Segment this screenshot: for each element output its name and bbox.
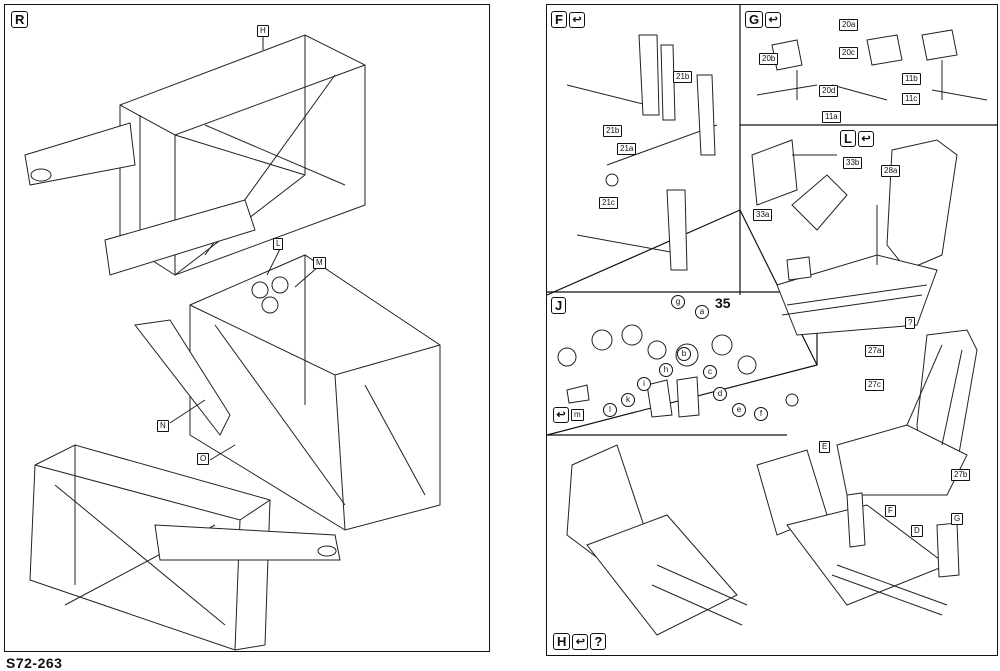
- part-33a: 33a: [753, 209, 773, 221]
- part-27a: 27a: [865, 345, 885, 357]
- part-21a: 21a: [617, 143, 637, 155]
- step-g-parts-illustration: [756, 29, 988, 101]
- top-frame-illustration: [24, 34, 366, 276]
- seat-assembly-illustration: [776, 139, 958, 336]
- part-d: d: [713, 387, 727, 401]
- part-20a: 20a: [839, 19, 859, 31]
- part-21b-b: 21b: [603, 125, 623, 137]
- part-11c: 11c: [902, 93, 921, 105]
- part-33b: 33b: [843, 157, 863, 169]
- step-h-illustration: [566, 444, 960, 636]
- part-h: h: [659, 363, 673, 377]
- step-h-label: H ↩ ?: [553, 633, 607, 650]
- frame-assembly-drawing: [24, 34, 441, 651]
- callout-e: E: [819, 441, 831, 453]
- part-f: f: [754, 407, 768, 421]
- step-g-label: G ↩: [745, 11, 782, 28]
- part-21b-a: 21b: [673, 71, 693, 83]
- part-e: e: [732, 403, 746, 417]
- document-code: S72-263: [6, 655, 63, 671]
- callout-m: M: [313, 257, 326, 269]
- part-11a: 11a: [822, 111, 841, 123]
- bottom-frame-illustration: [29, 444, 341, 651]
- part-b: b: [677, 347, 691, 361]
- right-instruction-page: F ↩ 21b 21b 21a 21c G ↩ 20a 20b 20c 20d …: [546, 4, 998, 656]
- part-11b: 11b: [902, 73, 921, 85]
- part-27b: 27b: [951, 469, 971, 481]
- callout-f: F: [885, 505, 896, 517]
- return-arrow-icon: ↩: [572, 633, 589, 650]
- part-g: g: [671, 295, 685, 309]
- callout-h: H: [257, 25, 269, 37]
- callout-o: O: [197, 453, 210, 465]
- middle-frame-illustration: [134, 254, 441, 531]
- part-l: l: [603, 403, 617, 417]
- return-arrow-icon: ↩: [765, 11, 782, 28]
- step-r-label: R: [11, 11, 29, 28]
- cockpit-parts-drawing: [547, 5, 997, 636]
- part-28a: 28a: [881, 165, 901, 177]
- callout-d: D: [911, 525, 923, 537]
- left-instruction-page: R H L M N O: [4, 4, 490, 652]
- return-arrow-icon: ↩: [568, 11, 585, 28]
- seat-with-harness-illustration: [836, 329, 978, 496]
- part-k: k: [621, 393, 635, 407]
- callout-l: L: [273, 238, 284, 250]
- return-arrow-icon: ↩: [553, 407, 569, 423]
- step-l-parts-illustration: [751, 139, 848, 231]
- callout-n: N: [157, 420, 169, 432]
- part-20c: 20c: [839, 47, 858, 59]
- unknown-mark: ?: [905, 317, 916, 329]
- part-20d: 20d: [819, 85, 839, 97]
- step-j-label: J: [551, 297, 567, 314]
- part-m-label: ↩ m: [553, 407, 584, 423]
- step-j-number: 35: [715, 295, 731, 311]
- return-arrow-icon: ↩: [857, 130, 874, 147]
- part-21c: 21c: [599, 197, 618, 209]
- part-i: i: [637, 377, 651, 391]
- part-c: c: [703, 365, 717, 379]
- step-j-parts-illustration: [557, 324, 799, 418]
- step-l-label: L ↩: [840, 130, 874, 147]
- step-f-label: F ↩: [551, 11, 585, 28]
- callout-g: G: [951, 513, 964, 525]
- part-20b: 20b: [759, 53, 779, 65]
- part-27c: 27c: [865, 379, 884, 391]
- step-f-parts-illustration: [566, 34, 718, 271]
- part-a: a: [695, 305, 709, 319]
